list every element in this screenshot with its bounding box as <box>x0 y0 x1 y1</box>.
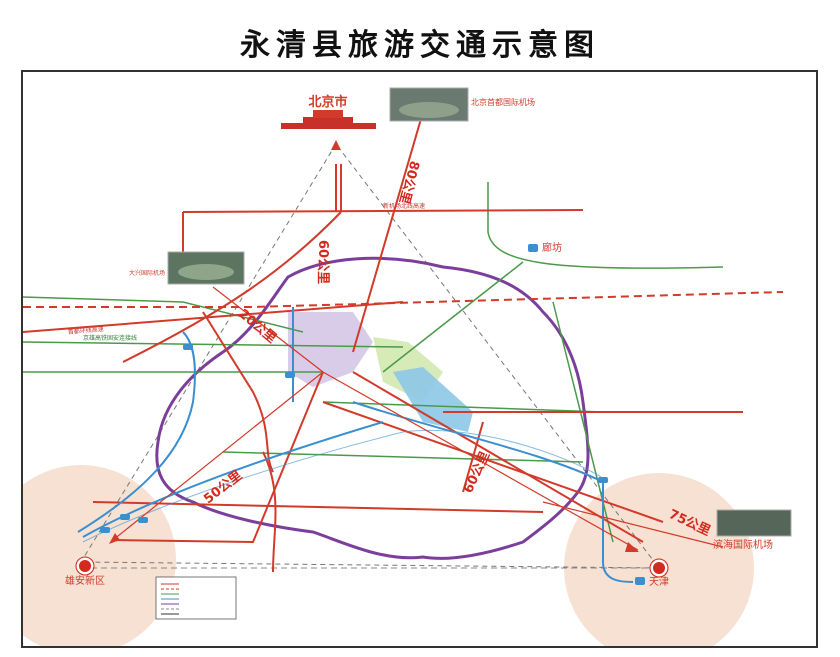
binhai-airport-label: 滨海国际机场 <box>713 538 773 551</box>
dashed-expressway <box>23 291 784 308</box>
xiongan-marker-ring <box>75 556 95 576</box>
beijing-tiananmen-icon <box>281 110 376 129</box>
map-canvas: 北京市 北京首都国际机场 大兴国际机场 滨海国际机场 廊坊 雄安新区 天津 60… <box>23 87 792 646</box>
tianjin-marker-ring <box>649 558 669 578</box>
xiongan-label: 雄安新区 <box>65 574 105 587</box>
district-blue-lake <box>393 367 473 432</box>
xiongan-buffer-circle <box>23 465 176 646</box>
distance-arrows <box>112 286 724 551</box>
map-title: 永清县旅游交通示意图 <box>240 28 600 63</box>
tianjin-label: 天津 <box>649 576 669 588</box>
capital-airport-label: 北京首都国际机场 <box>471 97 535 107</box>
county-border <box>155 256 590 560</box>
daxing-airport-label: 大兴国际机场 <box>129 269 165 277</box>
langfang-label: 廊坊 <box>542 241 562 254</box>
distance-capital-airport-label: 80公里 <box>396 159 422 205</box>
beijing-label: 北京市 <box>308 94 347 110</box>
tianjin-marker-icon <box>651 560 667 576</box>
tianjin-station-icon <box>635 577 645 585</box>
tianjin-buffer-circle <box>564 473 754 646</box>
arrow-xiongan-icon <box>109 533 120 544</box>
rail-stations <box>100 344 608 533</box>
district-purple <box>288 312 373 387</box>
daxing-airport-photo-detail <box>178 264 234 280</box>
new-airport-north-line-label: 新机场北线高速 <box>383 202 425 210</box>
capital-ring-expressway-label: 首都环线高速 <box>67 325 104 336</box>
jingxiong-link-label: 京雄高铁固安连接线 <box>83 334 137 342</box>
arrow-tianjin-icon <box>625 542 639 552</box>
distance-triangle <box>80 143 661 569</box>
binhai-airport-photo <box>716 509 792 537</box>
xiongan-marker-icon <box>77 558 93 574</box>
national-roads <box>23 182 724 543</box>
distance-tianjin-label: 60公里 <box>461 449 493 495</box>
arrow-beijing-icon <box>331 140 341 150</box>
map-frame: 北京市 北京首都国际机场 大兴国际机场 滨海国际机场 廊坊 雄安新区 天津 60… <box>21 70 818 648</box>
rail-line-2 <box>82 430 609 543</box>
capital-airport-photo-detail <box>399 102 459 118</box>
langfang-station-icon <box>528 244 538 252</box>
map-legend <box>155 576 237 620</box>
distance-beijing-label: 60公里 <box>315 240 330 284</box>
